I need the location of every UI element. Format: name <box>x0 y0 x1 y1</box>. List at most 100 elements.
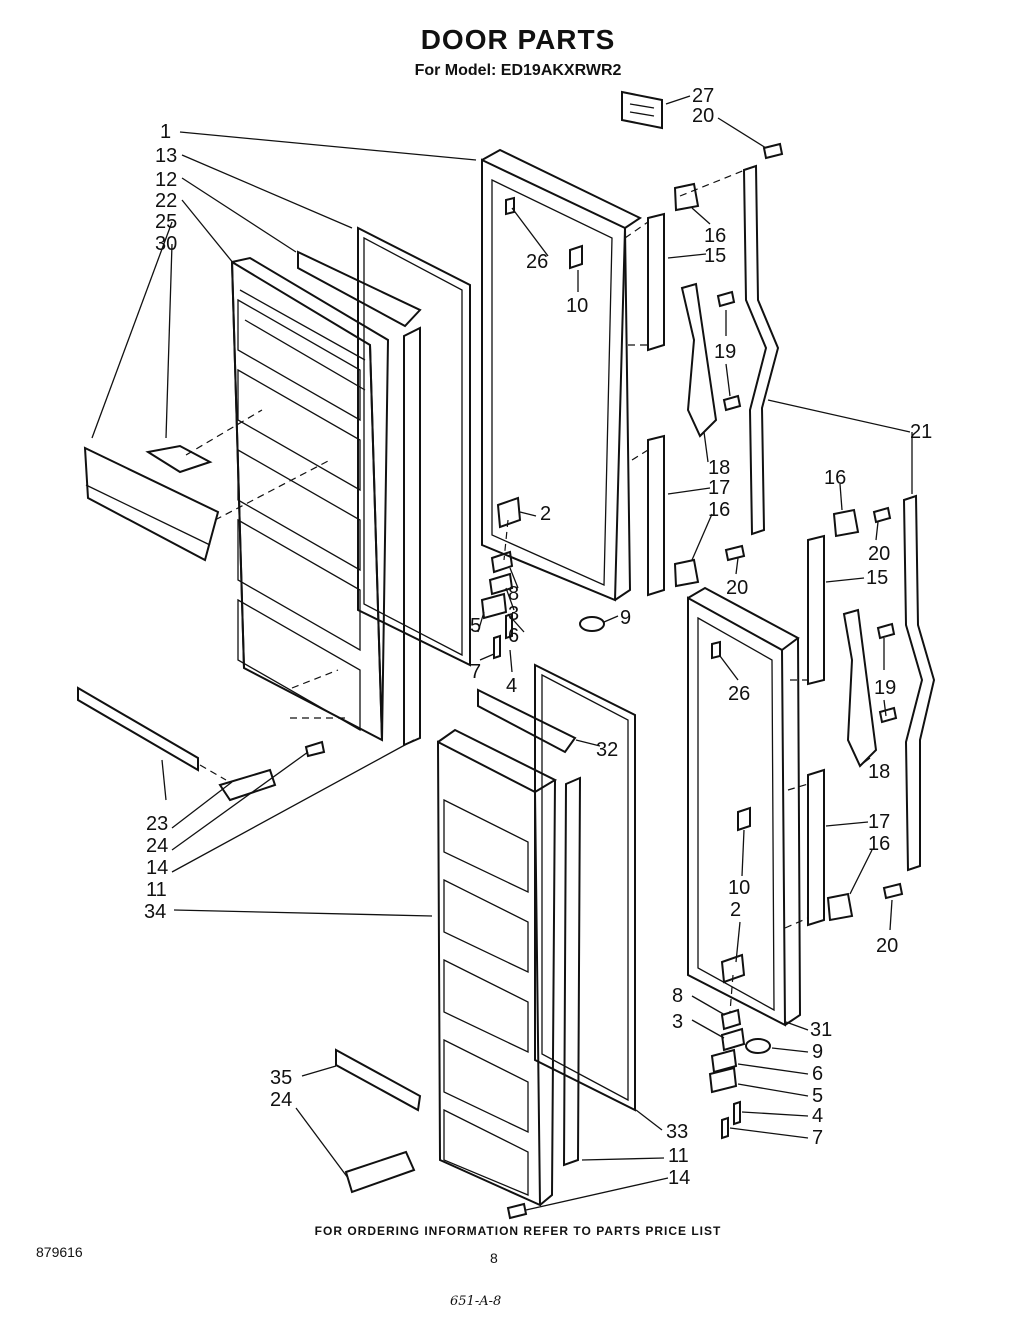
lower-handle-end-cap-top <box>832 508 860 538</box>
callout-18-upper: 18 <box>708 457 730 479</box>
callout-10-lower: 10 <box>728 877 750 899</box>
page-title: DOOR PARTS <box>420 24 616 55</box>
ordering-note: FOR ORDERING INFORMATION REFER TO PARTS … <box>314 1224 722 1238</box>
freezer-door-gasket <box>357 226 471 667</box>
freezer-door-trim-strip <box>403 326 421 747</box>
freezer-screw-14 <box>304 740 326 758</box>
fresh-food-hinge-bracket <box>720 953 746 984</box>
callout-32: 32 <box>596 739 618 761</box>
callout-24-lower: 24 <box>270 1089 292 1111</box>
upper-handle-screw-top <box>762 142 784 160</box>
callout-8-lower: 8 <box>672 985 683 1007</box>
callout-7-upper: 7 <box>470 661 481 683</box>
assembly-lines <box>185 169 809 1013</box>
callout-31: 31 <box>810 1019 832 1041</box>
callout-14-lower: 14 <box>668 1167 690 1189</box>
upper-handle-end-cap-bottom <box>673 558 700 588</box>
freezer-lower-shelf-end <box>218 768 277 802</box>
callout-2-lower: 2 <box>730 899 741 921</box>
upper-handle-trim-piece-a <box>647 212 665 352</box>
callout-13: 13 <box>155 145 177 167</box>
lower-handle-trim-piece-b <box>807 768 825 927</box>
callout-33: 33 <box>666 1121 688 1143</box>
callout-23: 23 <box>146 813 168 835</box>
callout-9-upper: 9 <box>620 607 631 629</box>
callout-1: 1 <box>160 121 171 143</box>
upper-handle-rail <box>742 164 780 536</box>
callout-6-upper: 6 <box>508 625 519 647</box>
callout-18-lower: 18 <box>868 761 890 783</box>
freezer-hinge-parts <box>480 550 605 660</box>
part-callouts: 1 13 12 22 25 30 27 20 26 10 16 15 19 21… <box>144 85 932 1189</box>
document-number: 879616 <box>36 1244 83 1260</box>
callout-17-upper: 17 <box>708 477 730 499</box>
callout-24-upper: 24 <box>146 835 168 857</box>
callout-20-upper-b: 20 <box>726 577 748 599</box>
callout-3-upper: 3 <box>508 603 519 625</box>
callout-15-lower: 15 <box>866 567 888 589</box>
callout-25: 25 <box>155 211 177 233</box>
callout-11-upper: 11 <box>146 879 167 901</box>
freezer-door-liner <box>230 256 390 742</box>
lower-handle-trim-piece-a <box>807 534 825 686</box>
callout-4-upper: 4 <box>506 675 517 697</box>
top-emblem <box>621 90 663 130</box>
fresh-food-outer-door-plug <box>711 640 721 660</box>
callout-11-lower: 11 <box>668 1145 689 1167</box>
callout-7-lower: 7 <box>812 1127 823 1149</box>
freezer-lower-shelf-rail <box>77 686 199 772</box>
callout-16-upper-b: 16 <box>708 499 730 521</box>
lower-handle-end-cap-bottom <box>826 892 854 922</box>
callout-19-upper: 19 <box>714 341 736 363</box>
freezer-shelf-front <box>83 446 220 562</box>
fresh-food-top-cap <box>477 688 577 754</box>
freezer-shelf-clip <box>145 444 213 474</box>
freezer-outer-door <box>481 148 643 602</box>
handwritten-code: 651-A-8 <box>450 1294 502 1309</box>
fresh-food-gasket <box>534 663 636 1112</box>
freezer-outer-door-plug <box>505 196 515 216</box>
callout-9-lower: 9 <box>812 1041 823 1063</box>
callout-2-upper: 2 <box>540 503 551 525</box>
callout-6-lower: 6 <box>812 1063 823 1085</box>
fresh-food-shelf-end <box>344 1150 416 1194</box>
upper-handle-end-cap-top <box>673 182 700 212</box>
callout-20-lower-b: 20 <box>876 935 898 957</box>
callout-34: 34 <box>144 901 166 923</box>
callout-15-upper: 15 <box>704 245 726 267</box>
callout-26-upper: 26 <box>526 251 548 273</box>
callout-10-upper: 10 <box>566 295 588 317</box>
callout-22: 22 <box>155 190 177 212</box>
callout-21: 21 <box>910 421 932 443</box>
callout-14-upper: 14 <box>146 857 168 879</box>
callout-17-lower: 17 <box>868 811 890 833</box>
callout-26-lower: 26 <box>728 683 750 705</box>
fresh-food-outer-door-bracket <box>737 806 751 832</box>
callout-16-upper: 16 <box>704 225 726 247</box>
lower-handle-bracket <box>842 608 878 768</box>
lower-handle-rail <box>902 494 936 872</box>
freezer-door-top-cap <box>297 250 422 328</box>
fresh-food-screw-14 <box>506 1202 528 1220</box>
callout-30: 30 <box>155 233 177 255</box>
upper-handle-bracket <box>680 282 718 438</box>
callout-5-lower: 5 <box>812 1085 823 1107</box>
freezer-outer-door-bracket <box>569 244 583 270</box>
callout-16-lower-a: 16 <box>824 467 846 489</box>
model-line: For Model: ED19AKXRWR2 <box>414 62 622 79</box>
callout-8-upper: 8 <box>508 583 519 605</box>
callout-3-lower: 3 <box>672 1011 683 1033</box>
upper-handle-screws <box>716 290 746 562</box>
callout-12: 12 <box>155 169 177 191</box>
fresh-food-trim-strip <box>562 776 582 1167</box>
leader-lines <box>91 95 913 1211</box>
freezer-hinge-bracket <box>496 496 522 529</box>
fresh-food-outer-door <box>687 586 802 1027</box>
callout-27: 27 <box>692 85 714 107</box>
upper-handle-trim-piece-b <box>647 434 665 597</box>
fresh-food-shelf-rail <box>335 1048 422 1112</box>
fresh-food-liner <box>436 728 558 1207</box>
page-number: 8 <box>490 1250 498 1266</box>
callout-5-upper: 5 <box>470 615 481 637</box>
